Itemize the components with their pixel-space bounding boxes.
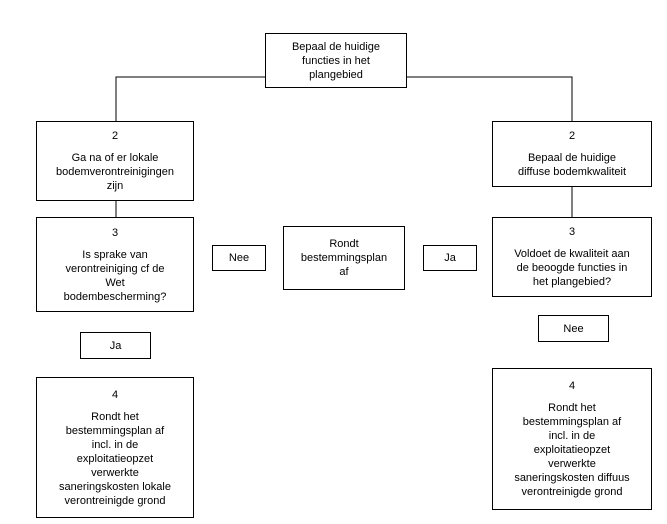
step-text: Rondt het bestemmingsplan af incl. in de… bbox=[514, 402, 630, 498]
decision-label: Nee bbox=[563, 322, 584, 335]
nee-right-label: Nee bbox=[538, 315, 609, 342]
ja-left-label: Ja bbox=[80, 332, 151, 359]
decision-label: Nee bbox=[228, 252, 250, 264]
step-number: 4 bbox=[568, 380, 576, 392]
step-3-right-box: 3 Voldoet de kwaliteit aan de beoogde fu… bbox=[492, 217, 652, 297]
connector-root-left bbox=[115, 76, 265, 121]
step-number: 3 bbox=[568, 226, 576, 238]
start-box-text: Bepaal de huidige functies in het plange… bbox=[291, 40, 381, 81]
step-3-left-box: 3 Is sprake van verontreiniging cf de We… bbox=[36, 217, 194, 312]
decision-label: Ja bbox=[444, 252, 456, 264]
step-number: 4 bbox=[111, 388, 119, 401]
nee-left-label: Nee bbox=[212, 245, 266, 271]
step-number: 2 bbox=[111, 130, 119, 142]
step-text: Is sprake van verontreiniging cf de Wet … bbox=[63, 248, 167, 303]
center-box-text: Rondt bestemmingsplan af bbox=[300, 238, 388, 278]
step-2-left-box: 2 Ga na of er lokale bodemverontreinigin… bbox=[36, 121, 194, 201]
step-text: Voldoet de kwaliteit aan de beoogde func… bbox=[514, 248, 630, 288]
decision-label: Ja bbox=[109, 339, 122, 352]
step-text: Rondt het bestemmingsplan af incl. in de… bbox=[59, 410, 171, 507]
center-box: Rondt bestemmingsplan af bbox=[283, 226, 405, 290]
step-number: 3 bbox=[111, 226, 119, 239]
step-2-right-box: 2 Bepaal de huidige diffuse bodemkwalite… bbox=[492, 121, 652, 187]
step-text: Ga na of er lokale bodemverontreiniginge… bbox=[55, 152, 175, 192]
start-box: Bepaal de huidige functies in het plange… bbox=[265, 33, 407, 88]
connector-root-right bbox=[407, 76, 573, 121]
ja-right-label: Ja bbox=[423, 245, 477, 271]
step-4-left-box: 4 Rondt het bestemmingsplan af incl. in … bbox=[36, 377, 194, 518]
step-number: 2 bbox=[568, 130, 576, 142]
step-4-right-box: 4 Rondt het bestemmingsplan af incl. in … bbox=[492, 368, 652, 510]
step-text: Bepaal de huidige diffuse bodemkwaliteit bbox=[517, 152, 627, 178]
